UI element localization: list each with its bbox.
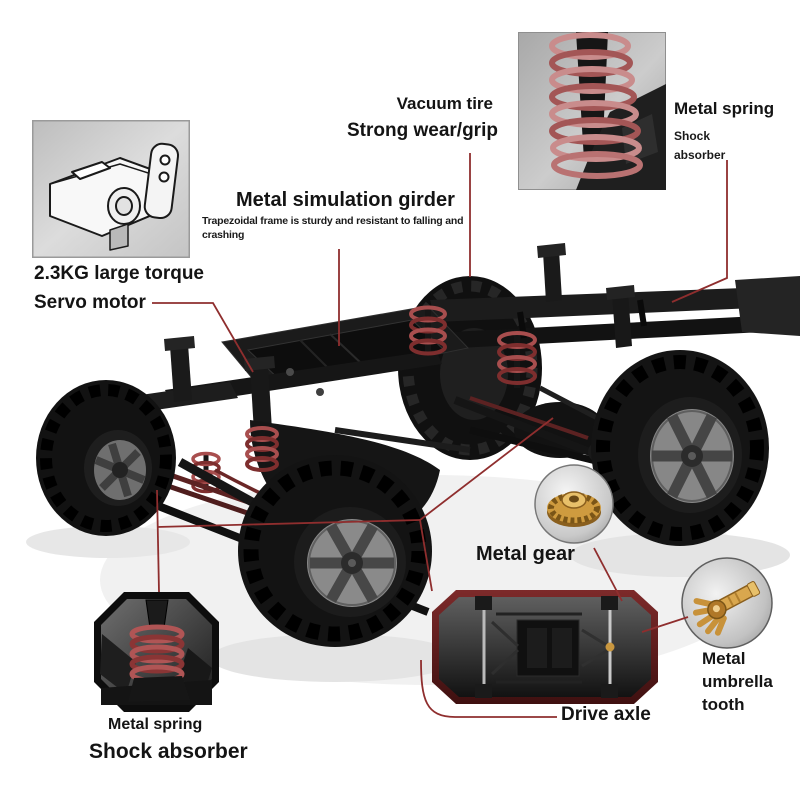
label-metal-gear: Metal gear bbox=[476, 543, 575, 565]
label-vacuum-tire: Vacuum tire bbox=[396, 94, 493, 113]
shock-springs bbox=[191, 305, 537, 494]
label-girder-description: Trapezoidal frame is sturdy and resistan… bbox=[202, 215, 464, 241]
spring-shock-inset-image bbox=[94, 592, 219, 712]
pinion-gear-dot bbox=[605, 642, 615, 652]
spring-closeup-drawing bbox=[549, 32, 666, 190]
pinion-gear-drawing bbox=[692, 581, 761, 636]
label-metal-spring-bottom: Metal spring bbox=[108, 716, 203, 733]
servo-motor-inset-image bbox=[32, 120, 190, 258]
wheel-front bbox=[238, 455, 432, 647]
label-umbrella-tooth: Metal umbrella tooth bbox=[702, 649, 773, 714]
metal-gear-inset-image bbox=[534, 464, 614, 544]
label-servo-motor: Servo motor bbox=[34, 292, 146, 313]
chassis-underside-drawing bbox=[475, 596, 618, 698]
servo-motor-drawing bbox=[49, 142, 180, 251]
label-shock-absorber-top: Shock absorber bbox=[674, 129, 726, 162]
label-drive-axle: Drive axle bbox=[561, 704, 651, 725]
label-torque-spec: 2.3KG large torque bbox=[34, 263, 204, 284]
spring-absorber-drawing bbox=[100, 599, 212, 705]
drive-axle-inset-image bbox=[432, 590, 658, 704]
wheel-right bbox=[591, 350, 769, 546]
label-metal-girder: Metal simulation girder bbox=[236, 189, 455, 211]
wheel-left bbox=[36, 380, 176, 536]
label-shock-absorber-bottom: Shock absorber bbox=[89, 740, 248, 763]
umbrella-tooth-inset-image bbox=[681, 557, 773, 649]
label-metal-spring-top: Metal spring bbox=[674, 99, 775, 118]
shock-spring-inset-image bbox=[518, 32, 666, 190]
label-strong-wear-grip: Strong wear/grip bbox=[347, 120, 498, 141]
crown-gear-drawing bbox=[547, 491, 601, 527]
